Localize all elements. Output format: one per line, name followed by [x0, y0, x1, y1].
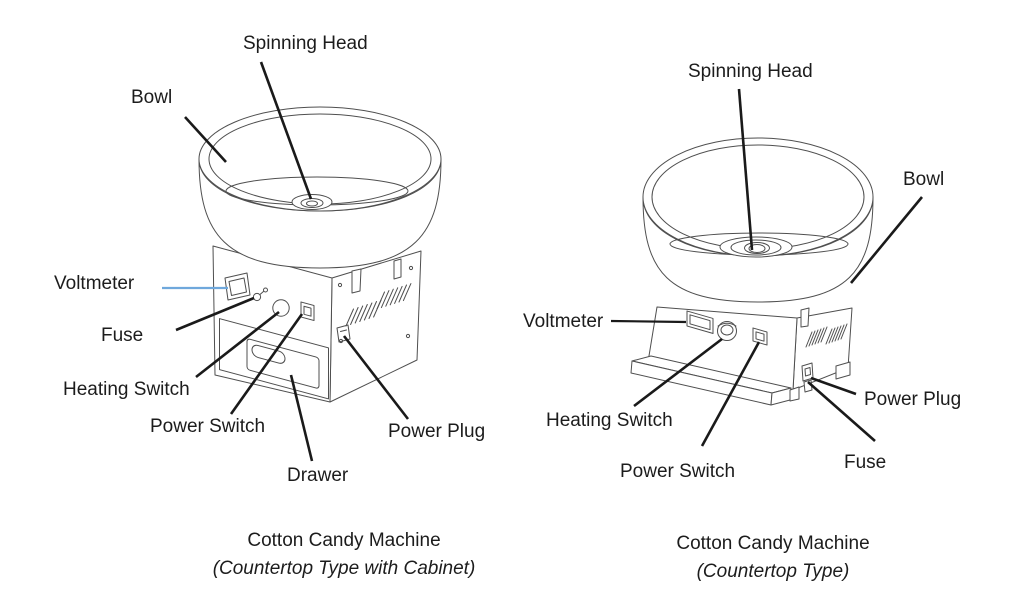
leader-left-fuse	[175, 296, 255, 332]
heating-switch-shape	[717, 321, 737, 341]
leader-left-power-switch	[229, 313, 304, 415]
caption-left-title: Cotton Candy Machine	[247, 530, 441, 551]
label-right-heating-switch: Heating Switch	[546, 410, 673, 431]
leader-right-heating-switch	[633, 337, 723, 408]
label-left-voltmeter: Voltmeter	[54, 273, 135, 294]
leader-right-power-switch	[700, 341, 761, 447]
caption-right-subtitle: (Countertop Type)	[696, 561, 850, 582]
spinning-head-shape	[291, 194, 333, 210]
bowl-leg	[351, 268, 362, 294]
label-left-power-plug: Power Plug	[388, 421, 486, 442]
label-right-power-switch: Power Switch	[620, 461, 736, 482]
label-right-voltmeter: Voltmeter	[523, 311, 604, 332]
foot	[789, 386, 800, 402]
label-right-spinning-head: Spinning Head	[688, 61, 813, 82]
leader-lines	[175, 61, 924, 462]
caption-right: Cotton Candy Machine (Countertop Type)	[613, 530, 933, 586]
label-left-bowl: Bowl	[131, 87, 173, 108]
leader-right-fuse	[807, 381, 876, 442]
spinning-head-shape	[719, 236, 793, 258]
vent-slats	[825, 323, 848, 345]
vent-slats	[805, 326, 828, 348]
fuse-shape	[252, 287, 268, 302]
leader-right-bowl	[849, 196, 924, 284]
label-left-heating-switch: Heating Switch	[63, 379, 190, 400]
leader-left-heating-switch	[195, 310, 280, 379]
leader-left-bowl	[184, 116, 227, 163]
vent-slats	[345, 299, 382, 327]
leader-right-power-plug	[810, 376, 857, 396]
machine-drawing-countertop-with-cabinet	[198, 106, 442, 403]
caption-left: Cotton Candy Machine (Countertop Type wi…	[184, 527, 504, 583]
label-right-power-plug: Power Plug	[864, 389, 962, 410]
power-switch-shape	[752, 327, 768, 346]
vent-slats	[376, 283, 412, 310]
label-right-bowl: Bowl	[903, 169, 945, 190]
voltmeter-shape	[224, 272, 251, 301]
machine-drawing-countertop	[630, 137, 874, 406]
screw	[405, 333, 411, 339]
bowl-leg	[800, 307, 810, 328]
caption-left-subtitle: (Countertop Type with Cabinet)	[212, 558, 476, 579]
leader-left-power-plug	[342, 335, 410, 420]
leader-right-voltmeter	[610, 319, 687, 324]
screw	[408, 265, 414, 271]
label-right-fuse: Fuse	[844, 452, 887, 473]
leader-right-spinning-head	[737, 88, 754, 251]
label-left-drawer: Drawer	[287, 465, 349, 486]
screw	[337, 282, 343, 288]
power-switch-shape	[300, 301, 315, 322]
base-front-lip	[630, 355, 792, 406]
leader-left-spinning-head	[259, 61, 313, 200]
bowl-shape	[198, 106, 442, 269]
bowl-shape	[642, 137, 874, 303]
label-left-spinning-head: Spinning Head	[243, 33, 368, 54]
label-left-fuse: Fuse	[101, 325, 144, 346]
label-left-power-switch: Power Switch	[150, 416, 266, 437]
bowl-leg	[393, 258, 402, 280]
leader-left-drawer	[289, 374, 314, 462]
screw	[338, 338, 344, 344]
voltmeter-shape	[686, 310, 714, 334]
foot	[835, 361, 851, 380]
caption-right-title: Cotton Candy Machine	[676, 533, 870, 554]
